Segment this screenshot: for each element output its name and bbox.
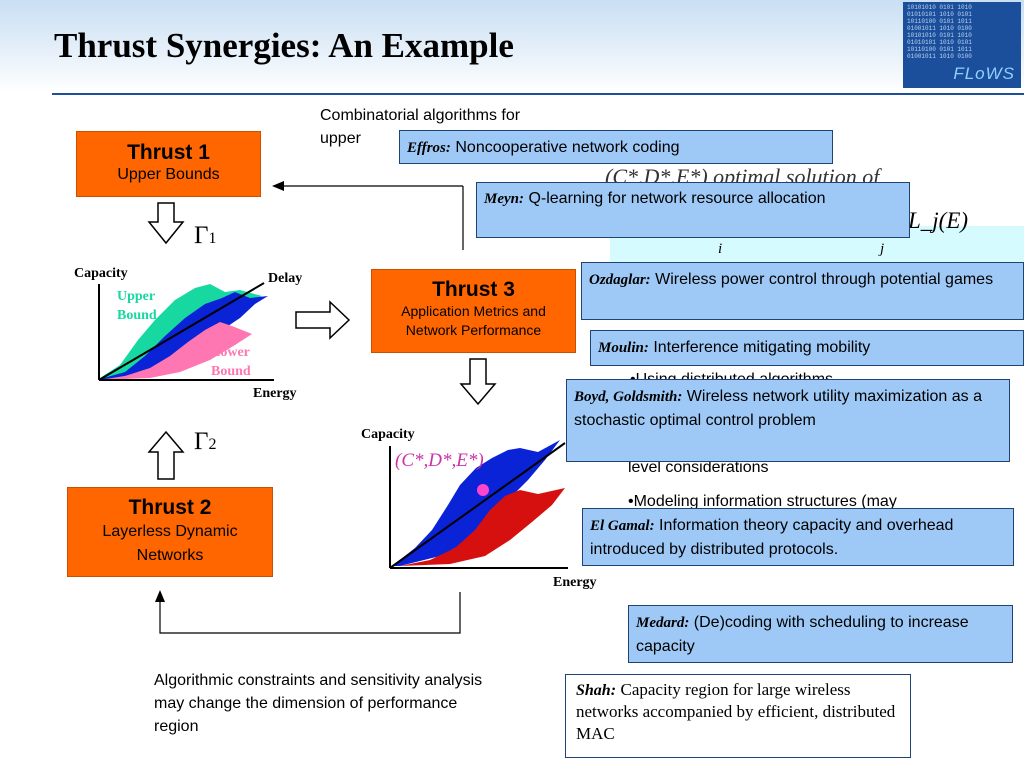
math-subscript-i: i — [718, 241, 723, 257]
researcher-topic: Interference mitigating mobility — [653, 339, 871, 356]
right-energy-label: Energy — [553, 575, 597, 590]
researcher-topic: (De)coding with scheduling to increase c… — [636, 614, 969, 655]
block-arrow-up-icon-2 — [147, 430, 185, 480]
researcher-name: El Gamal: — [590, 518, 655, 534]
blue-region-right — [392, 440, 560, 566]
gamma-2-label: Γ2 — [194, 428, 216, 456]
combinatorial-text: Combinatorial algorithms for upper — [320, 107, 521, 147]
math-expression: L_j(E) — [908, 208, 969, 233]
thrust-2-subtitle: Layerless Dynamic Networks — [102, 523, 238, 564]
thrust-3-subtitle: Application Metrics and Network Performa… — [401, 303, 546, 338]
researcher-name: Shah: — [576, 682, 617, 699]
blue-region — [100, 292, 268, 380]
upper-bound-label: Upper Bound — [117, 289, 157, 323]
red-region-right — [400, 488, 565, 566]
left-capacity-label: Capacity — [74, 266, 128, 281]
gamma-2-symbol: Γ — [194, 428, 209, 455]
thrust-2-box: Thrust 2 Layerless Dynamic Networks — [67, 487, 273, 577]
binary-pattern-icon: 10101010 0101 1010 01010101 1010 0101 10… — [907, 4, 972, 60]
researcher-topic: Wireless network utility maximization as… — [574, 388, 982, 429]
researcher-topic: Noncooperative network coding — [455, 139, 680, 156]
math-subscript-j: j — [880, 241, 885, 257]
optimal-point-marker — [477, 484, 489, 496]
left-energy-label: Energy — [253, 386, 297, 401]
right-chart — [389, 440, 568, 569]
researcher-name: Effros: — [407, 140, 451, 156]
callout-moulin: Moulin: Interference mitigating mobility — [590, 330, 1024, 366]
callout-ozdaglar: Ozdaglar: Wireless power control through… — [581, 262, 1024, 320]
optimal-point-label: (C*,D*,E*) — [395, 450, 484, 471]
block-arrow-right-icon — [295, 300, 351, 340]
researcher-topic: Wireless power control through potential… — [655, 271, 994, 288]
callout-shah: Shah: Capacity region for large wireless… — [565, 674, 911, 758]
left-z-axis — [98, 282, 265, 381]
researcher-topic: Information theory capacity and overhead… — [590, 517, 954, 558]
researcher-name: Boyd, Goldsmith: — [574, 389, 683, 405]
researcher-name: Ozdaglar: — [589, 272, 651, 288]
gamma-2-subscript: 2 — [208, 436, 217, 453]
researcher-name: Medard: — [636, 615, 690, 631]
researcher-name: Meyn: — [484, 191, 524, 207]
callout-boyd-goldsmith: Boyd, Goldsmith: Wireless network utilit… — [566, 379, 1010, 462]
lower-bound-label: Lower Bound — [211, 345, 251, 379]
header-band — [0, 0, 1024, 92]
header-divider — [52, 93, 1024, 95]
gamma-1-symbol: Γ — [194, 222, 209, 249]
level-considerations-text: level considerations — [628, 459, 769, 476]
arrow-head-left-icon — [272, 181, 284, 191]
gamma-1-subscript: 1 — [208, 230, 217, 247]
algorithmic-constraints-text: Algorithmic constraints and sensitivity … — [154, 672, 483, 735]
callout-meyn: Meyn: Q-learning for network resource al… — [476, 182, 910, 238]
page-title: Thrust Synergies: An Example — [54, 26, 514, 65]
researcher-name: Moulin: — [598, 340, 649, 356]
flows-logo: 10101010 0101 1010 01010101 1010 0101 10… — [903, 2, 1021, 88]
logo-text: FLoWS — [953, 64, 1015, 83]
right-z-axis — [389, 442, 566, 569]
thrust-1-subtitle: Upper Bounds — [117, 166, 220, 183]
thrust-3-title: Thrust 3 — [432, 278, 515, 301]
lower-bound-region — [100, 322, 252, 380]
arrow-head-up-icon — [155, 590, 165, 602]
researcher-topic: Capacity region for large wireless netwo… — [576, 680, 896, 743]
callout-medard: Medard: (De)coding with scheduling to in… — [628, 605, 1013, 663]
callout-effros: Effros: Noncooperative network coding — [399, 130, 833, 164]
left-delay-label: Delay — [268, 271, 303, 286]
right-capacity-label: Capacity — [361, 427, 415, 442]
feedback-line-bottom — [159, 592, 461, 634]
block-arrow-down-icon-3 — [459, 358, 497, 406]
thrust-3-box: Thrust 3 Application Metrics and Network… — [371, 269, 576, 353]
thrust-1-title: Thrust 1 — [127, 141, 210, 164]
thrust-1-box: Thrust 1 Upper Bounds — [76, 131, 261, 197]
callout-el-gamal: El Gamal: Information theory capacity an… — [582, 508, 1014, 566]
thrust-2-title: Thrust 2 — [128, 496, 212, 519]
left-chart — [98, 282, 274, 381]
researcher-topic: Q-learning for network resource allocati… — [528, 190, 826, 207]
modeling-information-text: •Modeling information structures (may — [628, 493, 897, 510]
block-arrow-down-icon-1 — [147, 202, 185, 245]
gamma-1-label: Γ1 — [194, 222, 216, 250]
